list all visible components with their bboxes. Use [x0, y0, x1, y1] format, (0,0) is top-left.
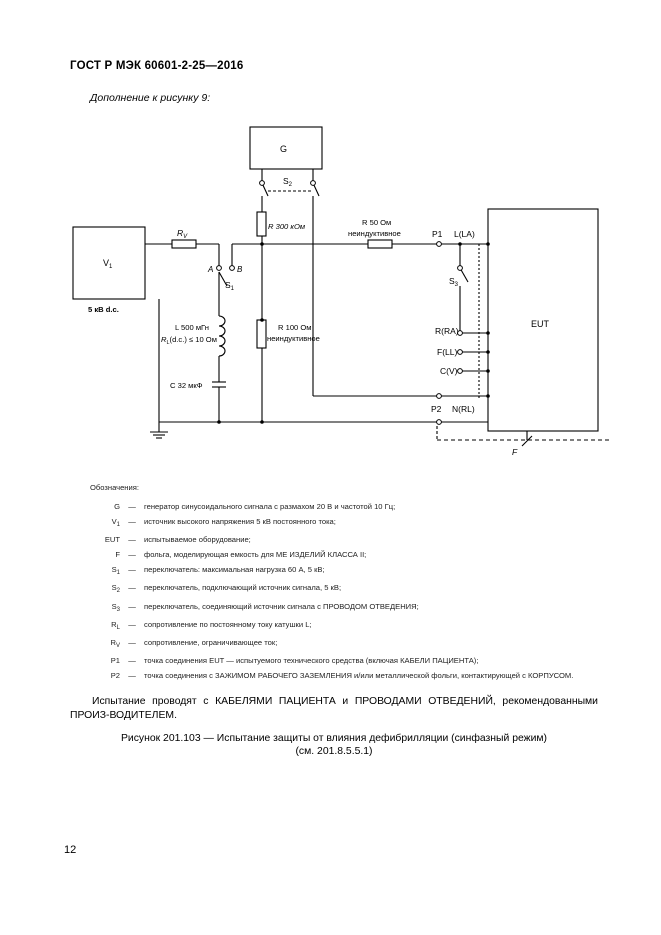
legend-dash: —: [128, 565, 136, 575]
legend-item: G — генератор синусоидального сигнала с ра…: [90, 502, 602, 512]
caption-line-1: Рисунок 201.103 — Испытание защиты от вл…: [120, 733, 548, 744]
label-c: C 32 мкФ: [170, 381, 203, 390]
legend-dash: —: [128, 601, 136, 611]
label-s1: S1: [225, 280, 235, 292]
label-eut: EUT: [531, 319, 550, 329]
eut-box: [487, 208, 599, 432]
legend-dash: —: [128, 637, 136, 647]
label-f: F: [512, 447, 518, 457]
legend-dash: —: [128, 619, 136, 629]
label-p1: P1: [432, 229, 443, 239]
body-paragraph: Испытание проводят с КАБЕЛЯМИ ПАЦИЕНТА и…: [70, 696, 598, 721]
legend-description: фольга, моделирующая емкость для МЕ ИЗДЕ…: [144, 550, 367, 560]
legend-description: переключатель: максимальная нагрузка 60 …: [144, 565, 325, 575]
legend-symbol: S2: [111, 583, 120, 595]
label-cv: C(V): [440, 366, 458, 376]
legend-title: Обозначения:: [90, 483, 139, 492]
legend-dash: —: [128, 583, 136, 593]
legend-dash: —: [128, 655, 136, 665]
legend-item: F — фольга, моделирующая емкость для МЕ ИЗ…: [90, 550, 602, 560]
resistor-r100: [256, 319, 267, 349]
legend-description: точка соединения EUT — испытуемого техни…: [144, 655, 479, 665]
legend-description: сопротивление, ограничивающее ток;: [144, 637, 278, 647]
legend-description: переключатель, подключающий источник сиг…: [144, 583, 342, 593]
label-r50-line2: неиндуктивное: [348, 229, 401, 238]
label-s3: S3: [449, 276, 459, 288]
legend-item: P2 — точка соединения с ЗАЖИМОМ РАБОЧЕГО З…: [90, 671, 602, 681]
caption-line-2: (см. 201.8.5.5.1): [295, 746, 373, 757]
legend-dash: —: [128, 517, 136, 527]
label-rl: RL(d.c.) ≤ 10 Ом: [161, 335, 217, 346]
resistor-r300: [256, 211, 267, 237]
label-s2: S2: [283, 176, 293, 188]
label-b: B: [237, 265, 243, 274]
label-ra: R(RA): [435, 326, 459, 336]
label-r100-line1: R 100 Ом: [278, 323, 312, 332]
legend-symbol: RL: [111, 619, 120, 631]
circuit-diagram: G S2 V1 5 кВ d.c. RV A B S1 R 300 кОм R …: [72, 126, 612, 457]
legend-symbol: S1: [111, 565, 120, 577]
legend-description: сопротивление по постоянному току катушк…: [144, 619, 312, 629]
inductor-l: [218, 315, 226, 357]
legend-dash: —: [128, 502, 136, 511]
legend-dash: —: [128, 550, 136, 560]
legend-dash: —: [128, 535, 136, 545]
legend-item: S2 — переключатель, подключающий источник …: [90, 583, 602, 596]
switch-s1: [218, 271, 228, 287]
legend-rows: G — генератор синусоидального сигнала с ра…: [90, 502, 602, 681]
legend-symbol: F: [115, 550, 120, 560]
label-nrl: N(RL): [452, 404, 475, 414]
label-r50-line1: R 50 Ом: [362, 218, 391, 227]
label-v1: V1: [103, 258, 113, 270]
label-a: A: [207, 265, 213, 274]
legend-item: RL — сопротивление по постоянному току кат…: [90, 620, 602, 633]
legend-symbol: P1: [110, 655, 120, 665]
legend-item: RV — сопротивление, ограничивающее ток;: [90, 638, 602, 651]
label-l: L 500 мГн: [175, 323, 209, 332]
label-r100-line2: неиндуктивное: [267, 334, 320, 343]
legend-description: испытываемое оборудование;: [144, 535, 251, 545]
resistor-r50: [367, 239, 393, 249]
legend-symbol: P2: [110, 670, 120, 680]
legend: Обозначения: G — генератор синусоидального…: [90, 483, 602, 686]
legend-description: точка соединения с ЗАЖИМОМ РАБОЧЕГО ЗАЗЕ…: [144, 670, 574, 680]
legend-description: переключатель, соединяющий источник сигн…: [144, 601, 419, 611]
label-v1-spec: 5 кВ d.c.: [88, 305, 119, 314]
label-g: G: [280, 144, 287, 154]
label-rv: RV: [177, 228, 188, 240]
label-la: L(LA): [454, 229, 475, 239]
figure-caption: Рисунок 201.103 — Испытание защиты от вл…: [70, 732, 598, 758]
legend-symbol: S3: [111, 601, 120, 613]
legend-item: V1 — источник высокого напряжения 5 кВ пос…: [90, 517, 602, 530]
legend-dash: —: [128, 670, 136, 680]
label-p2: P2: [431, 404, 442, 414]
legend-symbol: RV: [110, 637, 121, 649]
figure-supplement-note: Дополнение к рисунку 9:: [90, 92, 211, 104]
legend-item: S3 — переключатель, соединяющий источник с…: [90, 602, 602, 615]
document-header: ГОСТ Р МЭК 60601-2-25—2016: [70, 60, 244, 72]
generator-box: [249, 126, 323, 170]
legend-description: генератор синусоидального сигнала с разм…: [144, 502, 396, 511]
label-fll: F(LL): [437, 347, 457, 357]
legend-symbol: G: [114, 502, 120, 511]
label-r300: R 300 кОм: [268, 222, 306, 231]
legend-item: S1 — переключатель: максимальная нагрузка …: [90, 565, 602, 578]
legend-symbol: V1: [111, 517, 120, 529]
legend-description: источник высокого напряжения 5 кВ постоя…: [144, 517, 336, 527]
legend-item: EUT — испытываемое оборудование;: [90, 535, 602, 545]
page-number: 12: [64, 844, 77, 856]
legend-symbol: EUT: [104, 535, 120, 545]
legend-item: P1 — точка соединения EUT — испытуемого те…: [90, 656, 602, 666]
v1-source-box: [72, 226, 146, 300]
resistor-rv: [171, 239, 197, 249]
